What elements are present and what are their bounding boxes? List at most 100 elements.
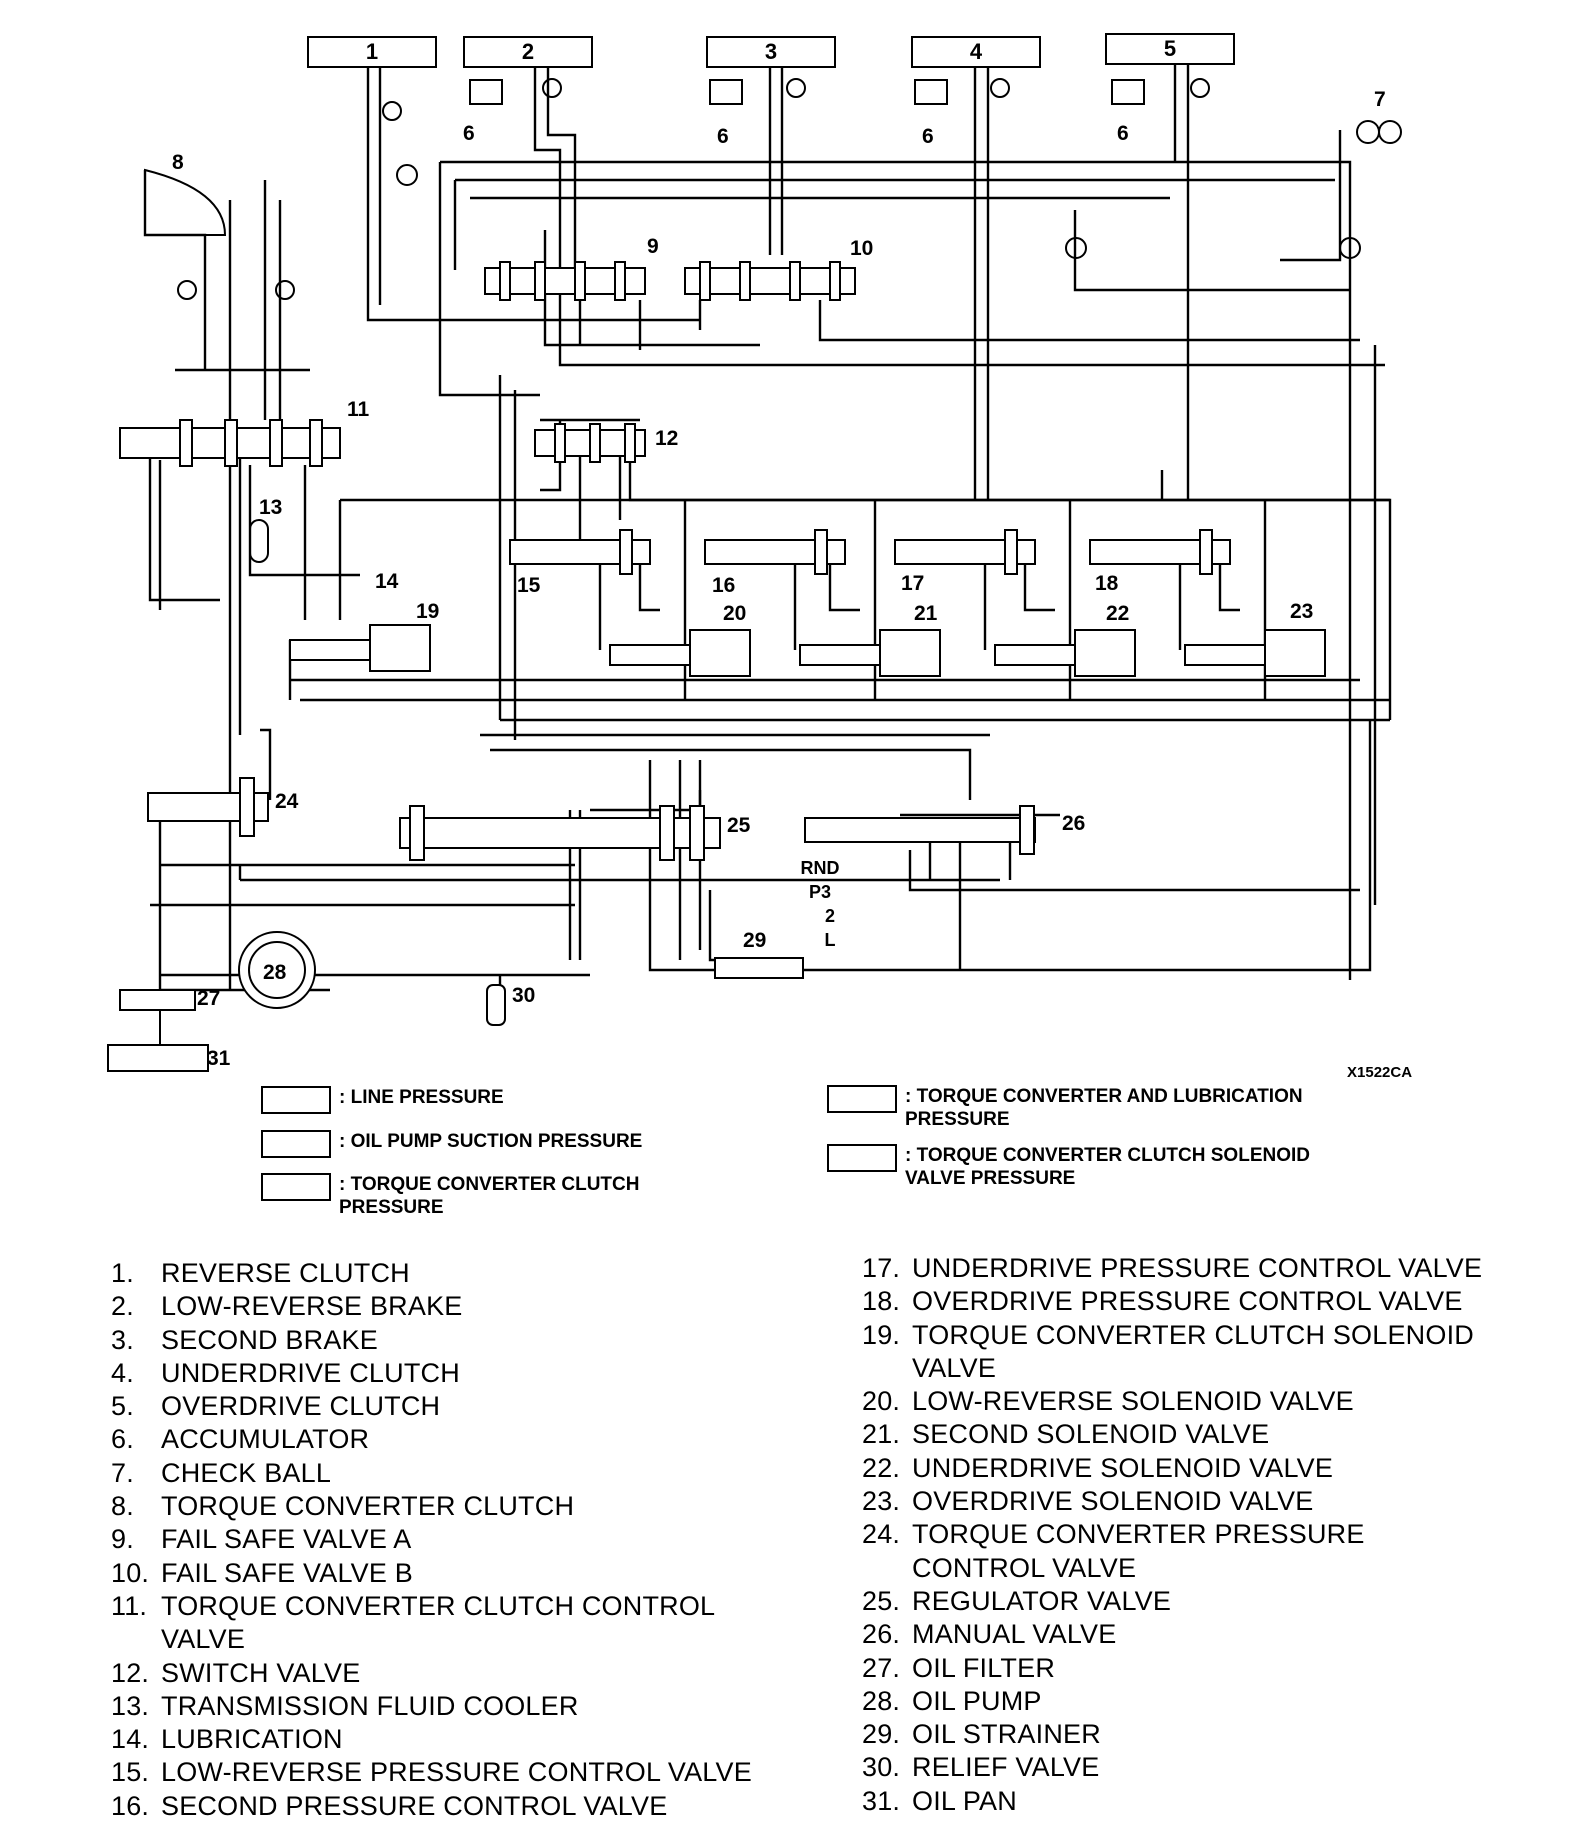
part-number: 8.: [111, 1491, 134, 1522]
part-list-item: 28.OIL PUMP: [862, 1685, 1482, 1718]
check-ball-symbol: [396, 164, 418, 186]
solenoid-21: [879, 629, 941, 677]
part-name: UNDERDRIVE CLUTCH: [161, 1357, 460, 1388]
legend-tc-lubrication: : TORQUE CONVERTER AND LUBRICATION PRESS…: [827, 1085, 1303, 1131]
fluid-line: [533, 60, 562, 305]
part-list-item: 19.TORQUE CONVERTER CLUTCH SOLENOID VALV…: [862, 1319, 1482, 1386]
fluid-line: [440, 160, 1352, 980]
check-ball-symbol: [1356, 120, 1380, 144]
part-number: 20.: [862, 1386, 901, 1417]
part-number: 16.: [111, 1790, 150, 1821]
part-list-item: 30. RELIEF VALVE: [862, 1751, 1482, 1784]
part-list-item: 13.TRANSMISSION FLUID COOLER: [111, 1690, 752, 1723]
pressure-port-3: [786, 78, 806, 98]
cooler-symbol: [249, 519, 269, 563]
callout-20: 20: [723, 602, 747, 625]
part-list-item: 16. SECOND PRESSURE CONTROL VALVE: [111, 1790, 752, 1823]
part-name: SECOND SOLENOID VALVE: [912, 1419, 1270, 1450]
callout-25: 25: [727, 814, 751, 837]
part-name: REGULATOR VALVE: [912, 1585, 1172, 1616]
part-number: 24.: [862, 1519, 901, 1550]
callout-18: 18: [1095, 572, 1119, 595]
valve-body-10: [684, 267, 856, 295]
part-name: OIL PAN: [912, 1785, 1017, 1816]
gear-2: 2: [824, 906, 835, 926]
callout-16: 16: [712, 574, 736, 597]
part-name: LUBRICATION: [161, 1724, 343, 1755]
part-list-item: 25.REGULATOR VALVE: [862, 1585, 1482, 1618]
part-name: LOW-REVERSE BRAKE: [161, 1291, 463, 1322]
part-number: 27.: [862, 1652, 901, 1683]
part-list-item: 15.LOW-REVERSE PRESSURE CONTROL VALVE: [111, 1756, 752, 1789]
part-name: OIL FILTER: [912, 1652, 1056, 1683]
callout-13: 13: [259, 496, 283, 519]
solenoid-19: [369, 624, 431, 672]
callout-31: 31: [207, 1047, 231, 1070]
check-ball-symbol: [1339, 237, 1361, 259]
gear-p3: P3: [808, 882, 832, 902]
fluid-line: [340, 498, 1392, 720]
callout-14: 14: [375, 570, 399, 593]
part-list-item: 4.UNDERDRIVE CLUTCH: [111, 1357, 752, 1390]
legend-swatch: [261, 1173, 331, 1201]
legend-swatch: [827, 1085, 897, 1113]
callout-6: 6: [717, 125, 729, 148]
legend-tcc-solenoid: : TORQUE CONVERTER CLUTCH SOLENOID VALVE…: [827, 1144, 1310, 1190]
part-name: OVERDRIVE SOLENOID VALVE: [912, 1486, 1314, 1517]
part-name: MANUAL VALVE: [912, 1619, 1117, 1650]
part-name: RELIEF VALVE: [912, 1752, 1100, 1783]
callout-6: 6: [922, 125, 934, 148]
part-number: 9.: [111, 1524, 134, 1555]
check-ball-symbol: [1065, 237, 1087, 259]
part-name: TRANSMISSION FLUID COOLER: [161, 1690, 579, 1721]
pressure-port-1: [382, 101, 402, 121]
part-list-item: 14. LUBRICATION: [111, 1723, 752, 1756]
pressure-port-8a: [177, 280, 197, 300]
part-name: OVERDRIVE CLUTCH: [161, 1391, 441, 1422]
fluid-line: [1023, 560, 1055, 612]
fluid-line: [1218, 560, 1240, 612]
part-name: UNDERDRIVE SOLENOID VALVE: [912, 1452, 1334, 1483]
part-list-item: 27. OIL FILTER: [862, 1652, 1482, 1685]
part-name: OIL PUMP: [912, 1685, 1042, 1716]
callout-19: 19: [416, 600, 440, 623]
oil-pan-symbol: [107, 1044, 209, 1072]
check-ball-symbol: [1378, 120, 1402, 144]
part-list-item: 2. LOW-REVERSE BRAKE: [111, 1290, 752, 1323]
part-number: 1.: [111, 1258, 134, 1288]
part-number: 18.: [862, 1286, 901, 1317]
part-name: TORQUE CONVERTER CLUTCH CONTROL VALVE: [161, 1590, 716, 1655]
callout-7: 7: [1374, 88, 1386, 111]
part-number: 14.: [111, 1724, 150, 1755]
fluid-line: [1280, 130, 1342, 262]
fluid-line: [908, 850, 1360, 892]
part-list-item: 20.LOW-REVERSE SOLENOID VALVE: [862, 1385, 1482, 1418]
fluid-line: [818, 300, 1360, 342]
callout-8: 8: [172, 151, 184, 174]
part-name: TORQUE CONVERTER CLUTCH: [161, 1491, 575, 1522]
callout-17: 17: [901, 572, 925, 595]
part-list-item: 21.SECOND SOLENOID VALVE: [862, 1418, 1482, 1451]
gear-rnd: RND: [800, 858, 840, 878]
gear-l: L: [824, 930, 836, 950]
part-number: 5.: [111, 1391, 134, 1422]
part-number: 2.: [111, 1291, 134, 1322]
part-number: 7.: [111, 1457, 134, 1488]
accumulator-symbol: [914, 79, 948, 105]
pressure-port-8b: [275, 280, 295, 300]
part-number: 30.: [862, 1752, 901, 1783]
callout-29: 29: [743, 929, 767, 952]
callout-12: 12: [655, 427, 679, 450]
clutch-box-3: 3: [706, 36, 836, 68]
hydraulic-circuit-diagram: [107, 60, 1402, 1072]
fluid-line: [148, 450, 220, 602]
torque-converter-symbol: [144, 168, 227, 236]
fluid-line: [143, 170, 207, 370]
part-number: 29.: [862, 1719, 901, 1750]
part-number: 3.: [111, 1324, 134, 1355]
part-list-item: 10.FAIL SAFE VALVE B: [111, 1557, 752, 1590]
part-name: OIL STRAINER: [912, 1719, 1101, 1750]
part-name: SECOND PRESSURE CONTROL VALVE: [161, 1790, 668, 1821]
part-list-item: 18.OVERDRIVE PRESSURE CONTROL VALVE: [862, 1285, 1482, 1318]
